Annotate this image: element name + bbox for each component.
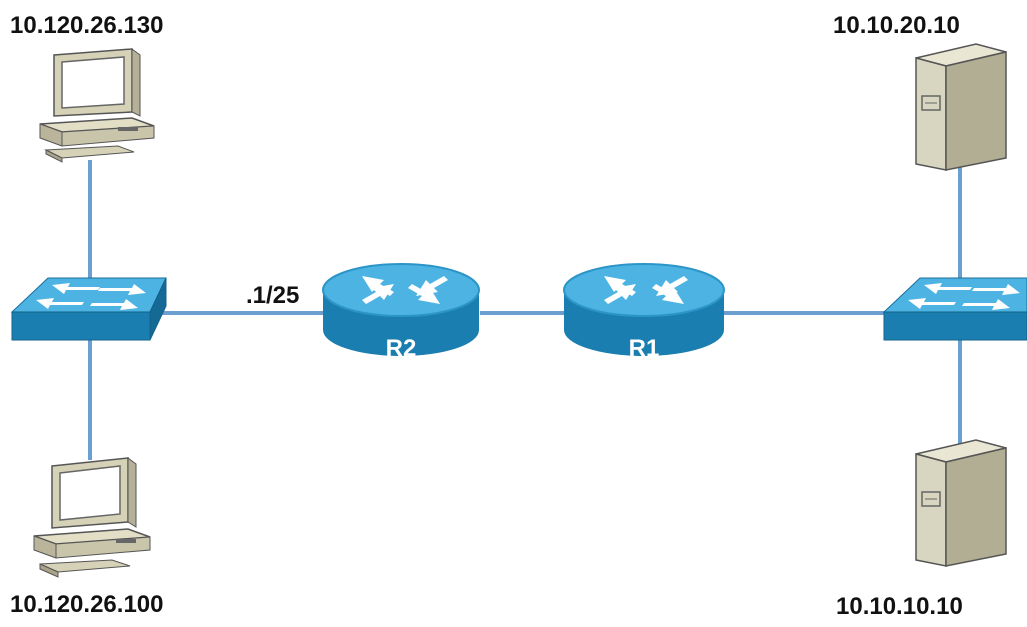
server-bottom-icon — [915, 439, 1007, 567]
router-r1-icon — [563, 263, 725, 356]
router-r1-label: R1 — [629, 335, 660, 362]
pc-top-icon — [39, 48, 155, 163]
links — [88, 160, 962, 460]
pc-top-ip-label: 10.120.26.130 — [10, 12, 164, 39]
router-r2-icon — [322, 263, 480, 356]
server-top-icon — [915, 43, 1007, 171]
switch-left-icon — [10, 277, 167, 341]
pc-bottom-ip-label: 10.120.26.100 — [10, 591, 164, 618]
pc-bottom-icon — [33, 457, 151, 578]
server-bottom-ip-label: 10.10.10.10 — [836, 593, 963, 620]
router-r2-label: R2 — [386, 335, 417, 362]
server-top-ip-label: 10.10.20.10 — [833, 12, 960, 39]
switch-right-icon — [882, 277, 1027, 341]
r2-interface-label: .1/25 — [246, 282, 300, 309]
